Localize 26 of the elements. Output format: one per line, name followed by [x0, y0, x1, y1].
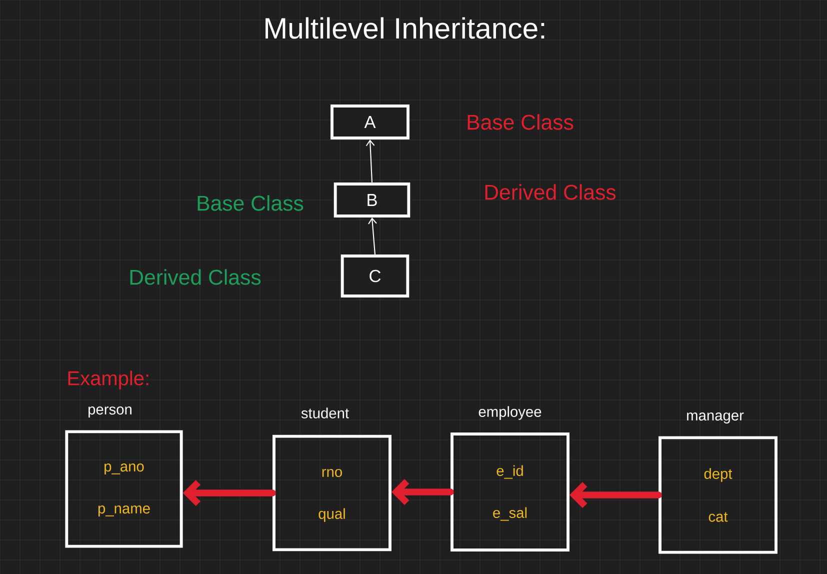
- field-name: qual: [318, 508, 345, 522]
- role-label: Derived Class: [130, 269, 261, 285]
- class-name: manager: [687, 412, 744, 424]
- role-label: Derived Class: [485, 184, 616, 200]
- arrow: [366, 139, 375, 184]
- field-name: e_id: [496, 465, 523, 479]
- arrow: [368, 217, 377, 256]
- class-box: C: [340, 254, 410, 298]
- class-box: B: [334, 182, 410, 218]
- arrow: [182, 480, 276, 506]
- example-heading: Example:: [68, 370, 148, 390]
- role-label: Base Class: [198, 195, 304, 211]
- arrow: [569, 482, 662, 508]
- role-label: Base Class: [468, 114, 574, 130]
- arrow: [391, 478, 454, 506]
- field-name: e_sal: [493, 507, 527, 521]
- class-box: A: [330, 104, 410, 140]
- class-name: person: [88, 406, 132, 418]
- field-name: p_ano: [104, 464, 144, 474]
- field-name: cat: [708, 512, 728, 522]
- field-name: rno: [322, 469, 342, 478]
- class-name: student: [301, 408, 349, 418]
- field-name: dept: [704, 468, 732, 482]
- title: Multilevel Inheritance:: [266, 17, 544, 39]
- field-name: p_name: [98, 506, 150, 516]
- class-name: employee: [478, 406, 542, 420]
